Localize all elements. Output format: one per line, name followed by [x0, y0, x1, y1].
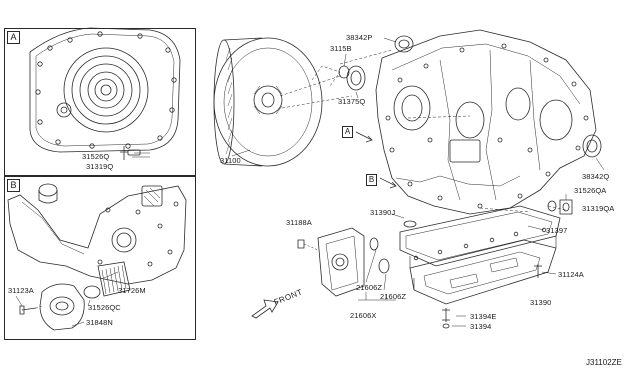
callout-31188a[interactable]: 31188A	[286, 218, 312, 227]
callout-38342q[interactable]: 38342Q	[582, 172, 610, 181]
callout-31394[interactable]: 31394	[470, 322, 492, 331]
transmission-b-bolts	[98, 202, 178, 266]
callout-31526qa[interactable]: 31526QA	[574, 186, 607, 195]
callout-31726m[interactable]: 31726M	[118, 286, 146, 295]
front-arrow	[252, 300, 278, 318]
callout-31319q[interactable]: 31319Q	[86, 162, 114, 171]
housing-face-drawing	[30, 28, 180, 160]
callout-21606z-b[interactable]: 21606Z	[380, 292, 407, 301]
callout-31394e[interactable]: 31394E	[470, 312, 497, 321]
detail-panel-b: B	[4, 176, 196, 340]
callout-31390j[interactable]: 31390J	[370, 208, 396, 217]
diagram-id: J31102ZE	[586, 358, 622, 367]
callout-31123a[interactable]: 31123A	[8, 286, 34, 295]
panel-b-letter: B	[7, 179, 20, 192]
detail-panel-a: A	[4, 28, 196, 176]
oil-pan-bolts	[414, 228, 546, 260]
guide-lines	[280, 50, 566, 212]
callout-21606x[interactable]: 21606X	[350, 311, 377, 320]
callout-3115b[interactable]: 3115B	[330, 44, 352, 53]
valve-cover-drawing	[298, 228, 396, 300]
panel-a-letter: A	[7, 31, 20, 44]
oil-pan-drawing	[392, 206, 560, 328]
seal-drawings	[339, 36, 413, 98]
transmission-filter-drawing	[8, 184, 186, 330]
transaxle-drawing	[356, 30, 604, 214]
callout-31848n[interactable]: 31848N	[86, 318, 113, 327]
callout-31526qc[interactable]: 31526QC	[88, 303, 121, 312]
callout-21606z-a[interactable]: 21606Z	[356, 283, 383, 292]
callout-31397[interactable]: 31397	[546, 226, 568, 235]
callout-38342p[interactable]: 38342P	[346, 33, 373, 42]
torque-converter-drawing	[214, 38, 340, 166]
callout-31375q[interactable]: 31375Q	[338, 97, 366, 106]
transaxle-bolts	[386, 44, 588, 208]
callout-31390[interactable]: 31390	[530, 298, 552, 307]
callout-31100[interactable]: 31100	[220, 156, 241, 165]
callout-31124a[interactable]: 31124A	[558, 270, 584, 279]
callout-31319qa[interactable]: 31319QA	[582, 204, 615, 213]
view-ref-a[interactable]: A	[342, 126, 353, 138]
callout-31526q[interactable]: 31526Q	[82, 152, 110, 161]
side-plug-drawing	[548, 194, 572, 214]
housing-bolts	[36, 32, 176, 148]
view-ref-b[interactable]: B	[366, 174, 377, 186]
